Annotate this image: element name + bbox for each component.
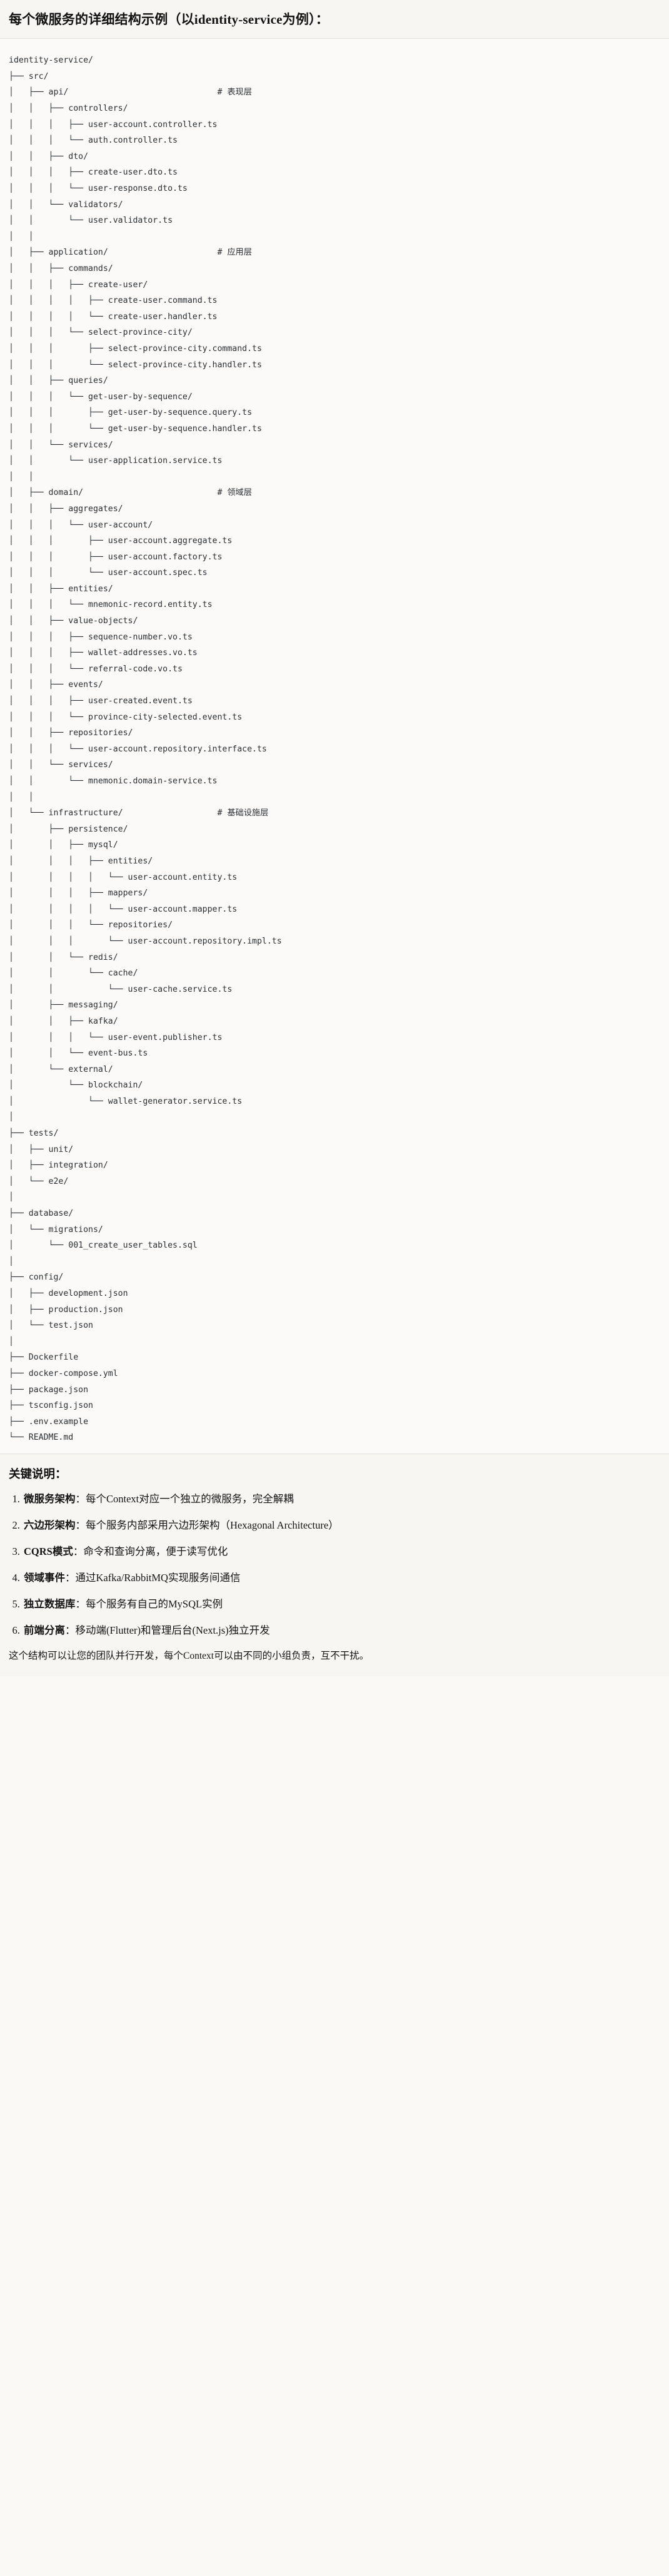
note-text: 每个Context对应一个独立的微服务，完全解耦: [86, 1492, 294, 1505]
list-item: 独立数据库：每个服务有自己的MySQL实例: [23, 1597, 660, 1612]
page-root: 每个微服务的详细结构示例（以identity-service为例）： ident…: [0, 0, 669, 1676]
note-key: 独立数据库: [24, 1597, 76, 1610]
note-text: 每个服务有自己的MySQL实例: [86, 1597, 223, 1610]
note-text: 每个服务内部采用六边形架构（Hexagonal Architecture）: [86, 1519, 339, 1531]
note-sep: ：: [75, 1597, 86, 1610]
note-text: 命令和查询分离，便于读写优化: [83, 1545, 228, 1557]
directory-tree: identity-service/ ├── src/ │ ├── api/ # …: [9, 56, 282, 1443]
note-sep: ：: [65, 1624, 76, 1636]
note-sep: ：: [65, 1571, 76, 1584]
note-key: 前端分离: [24, 1624, 65, 1636]
note-key: CQRS模式: [24, 1545, 73, 1557]
note-text: 移动端(Flutter)和管理后台(Next.js)独立开发: [75, 1624, 270, 1636]
note-key: 领域事件: [24, 1571, 65, 1584]
list-item: 微服务架构：每个Context对应一个独立的微服务，完全解耦: [23, 1492, 660, 1507]
closing-paragraph: 这个结构可以让您的团队并行开发，每个Context可以由不同的小组负责，互不干扰…: [9, 1651, 370, 1662]
note-sep: ：: [73, 1545, 84, 1557]
key-notes-title: 关键说明：: [9, 1468, 67, 1481]
list-item: CQRS模式：命令和查询分离，便于读写优化: [23, 1544, 660, 1559]
key-notes-section: 关键说明： 微服务架构：每个Context对应一个独立的微服务，完全解耦 六边形…: [0, 1453, 669, 1676]
key-notes-list: 微服务架构：每个Context对应一个独立的微服务，完全解耦 六边形架构：每个服…: [9, 1492, 660, 1638]
page-title: 每个微服务的详细结构示例（以identity-service为例）：: [9, 12, 329, 27]
note-sep: ：: [75, 1492, 86, 1505]
directory-tree-container: identity-service/ ├── src/ │ ├── api/ # …: [0, 39, 669, 1453]
note-key: 微服务架构: [24, 1492, 76, 1505]
list-item: 前端分离：移动端(Flutter)和管理后台(Next.js)独立开发: [23, 1623, 660, 1638]
list-item: 领域事件：通过Kafka/RabbitMQ实现服务间通信: [23, 1571, 660, 1586]
note-key: 六边形架构: [24, 1519, 76, 1531]
note-sep: ：: [75, 1519, 86, 1531]
note-text: 通过Kafka/RabbitMQ实现服务间通信: [75, 1571, 241, 1584]
title-bar: 每个微服务的详细结构示例（以identity-service为例）：: [0, 0, 669, 39]
list-item: 六边形架构：每个服务内部采用六边形架构（Hexagonal Architectu…: [23, 1518, 660, 1533]
